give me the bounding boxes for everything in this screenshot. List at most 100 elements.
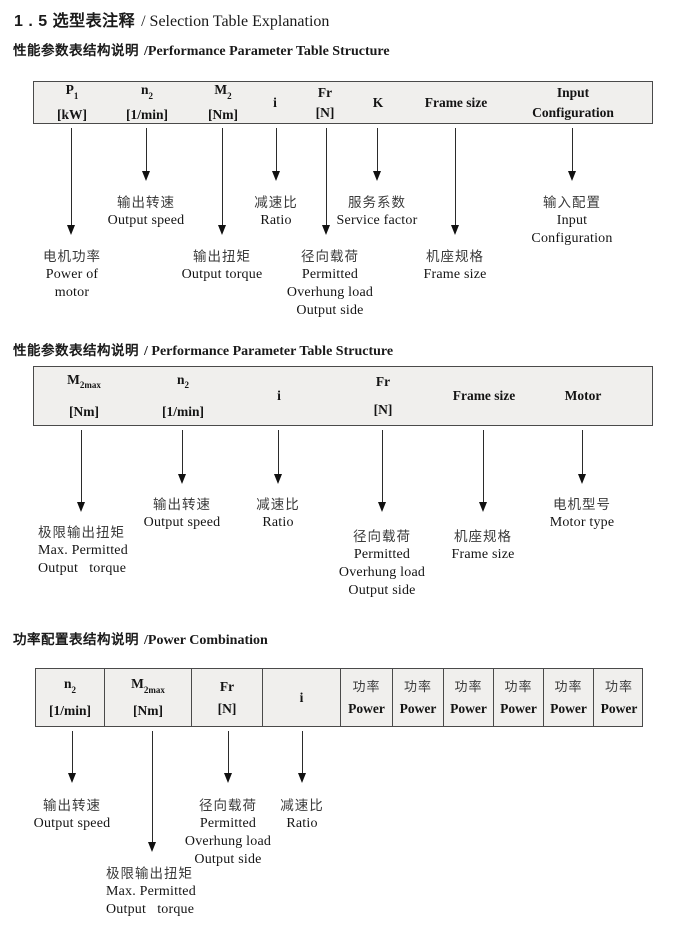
col-symbol: n2 <box>140 82 153 101</box>
page-title: 1 . 5 选型表注释/ Selection Table Explanation <box>14 7 329 31</box>
section3-title-zh: 功率配置表结构说明 <box>13 632 139 647</box>
callout-max-output-torque: 极限输出扭矩 Max. Permitted Output torque <box>106 864 196 919</box>
down-arrow <box>273 430 283 484</box>
callout-line: Output side <box>348 583 416 598</box>
col-unit: [Nm] <box>69 404 99 420</box>
callout-line: Max. Permitted <box>106 884 196 899</box>
callout-line: 输出转速 <box>42 798 101 813</box>
arrow-head <box>68 773 76 783</box>
arrow-head <box>218 225 226 235</box>
col-i: i <box>273 82 277 123</box>
callout-line: 机座规格 <box>454 529 512 544</box>
callout-line: Overhung load <box>184 834 272 849</box>
arrow-shaft <box>572 128 573 172</box>
col-unit: [kW] <box>57 106 87 122</box>
col-symbol: Fr <box>317 84 333 100</box>
col-symbol: n2 <box>176 371 189 391</box>
down-arrow <box>177 430 187 484</box>
col-power-en: Power <box>348 700 385 716</box>
callout-line: 径向载荷 <box>352 529 411 544</box>
arrow-shaft <box>455 128 456 226</box>
arrow-head <box>578 474 586 484</box>
col-symbol: Fr <box>219 678 235 694</box>
callout-line: 输出转速 <box>152 497 211 512</box>
col-power-zh: 功率 <box>454 678 483 694</box>
down-arrow <box>223 731 233 783</box>
col-symbol: M2max <box>131 676 165 695</box>
arrow-shaft <box>582 430 583 475</box>
callout-overhung-load: 径向载荷 Permitted Overhung load Output side <box>339 527 425 600</box>
arrow-head <box>322 225 330 235</box>
col-p1: P1 [kW] <box>57 82 87 123</box>
callout-line: Ratio <box>260 213 292 228</box>
col-unit: [N] <box>373 402 393 417</box>
col-m2max: M2max [Nm] <box>105 669 192 726</box>
callout-line: motor <box>54 285 90 300</box>
arrow-head <box>451 225 459 235</box>
page-title-zh: 1 . 5 选型表注释 <box>14 13 136 30</box>
col-symbol: Motor <box>564 388 602 403</box>
col-symbol: n2 <box>63 676 76 695</box>
col-symbol: Input <box>556 84 590 100</box>
col-fr: Fr [N] <box>192 669 263 726</box>
callout-frame-size: 机座规格 Frame size <box>423 247 486 284</box>
col-symbol: Fr <box>375 374 391 389</box>
arrow-head <box>148 842 156 852</box>
arrow-shaft <box>382 430 383 503</box>
down-arrow <box>297 731 307 783</box>
callout-line: Permitted <box>199 816 257 831</box>
col-n2: n2 [1/min] <box>36 669 105 726</box>
callout-line: Ratio <box>286 816 318 831</box>
callout-line: 输入配置 <box>543 195 601 210</box>
arrow-head <box>272 171 280 181</box>
down-arrow <box>450 128 460 235</box>
callout-line: Output torque <box>181 267 263 282</box>
arrow-head <box>178 474 186 484</box>
section2-title-zh: 性能参数表结构说明 <box>13 343 139 358</box>
col-symbol: Frame size <box>424 94 488 110</box>
callout-line: Output speed <box>107 213 185 228</box>
col-unit: [1/min] <box>162 404 204 420</box>
section1-title-zh: 性能参数表结构说明 <box>13 43 139 58</box>
col-frame-size: Frame size <box>425 82 488 123</box>
col-input-configuration: Input Configuration <box>532 82 614 123</box>
col-symbol: i <box>273 94 277 110</box>
arrow-shaft <box>182 430 183 475</box>
callout-line: Frame size <box>423 267 487 282</box>
col-m2max: M2max [Nm] <box>67 367 101 425</box>
col-power-2: 功率 Power <box>393 669 444 726</box>
col-power-1: 功率 Power <box>341 669 393 726</box>
callout-line: Output torque <box>106 902 195 917</box>
callout-line: 电机功率 <box>43 249 101 264</box>
col-i: i <box>263 669 341 726</box>
arrow-shaft <box>326 128 327 226</box>
col-symbol: M2max <box>67 371 101 391</box>
arrow-shaft <box>71 128 72 226</box>
callout-line: 减速比 <box>280 798 324 813</box>
callout-line: 径向载荷 <box>300 249 359 264</box>
callout-line: Permitted <box>353 547 411 562</box>
callout-line: Motor type <box>549 515 615 530</box>
callout-output-torque: 输出扭矩 Output torque <box>182 247 263 284</box>
arrow-head <box>67 225 75 235</box>
col-unit: [1/min] <box>49 702 91 718</box>
col-power-6: 功率 Power <box>594 669 644 726</box>
down-arrow <box>577 430 587 484</box>
callout-input-configuration: 输入配置 Input Configuration <box>531 193 612 248</box>
col-fr: Fr [N] <box>316 82 335 123</box>
down-arrow <box>372 128 382 181</box>
section3-title-en: /Power Combination <box>144 633 268 648</box>
callout-line: 径向载荷 <box>198 798 257 813</box>
arrow-head <box>142 171 150 181</box>
col-power-4: 功率 Power <box>494 669 544 726</box>
col-unit: [Nm] <box>133 702 163 718</box>
callout-line: Output torque <box>38 561 127 576</box>
col-symbol: P1 <box>65 82 79 101</box>
callout-line: Power of <box>45 267 99 282</box>
col-power-zh: 功率 <box>352 678 381 694</box>
callout-line: Configuration <box>531 231 613 246</box>
col-unit: Configuration <box>532 104 614 120</box>
col-power-en: Power <box>399 700 437 716</box>
arrow-shaft <box>228 731 229 774</box>
callout-line: Output speed <box>33 816 111 831</box>
